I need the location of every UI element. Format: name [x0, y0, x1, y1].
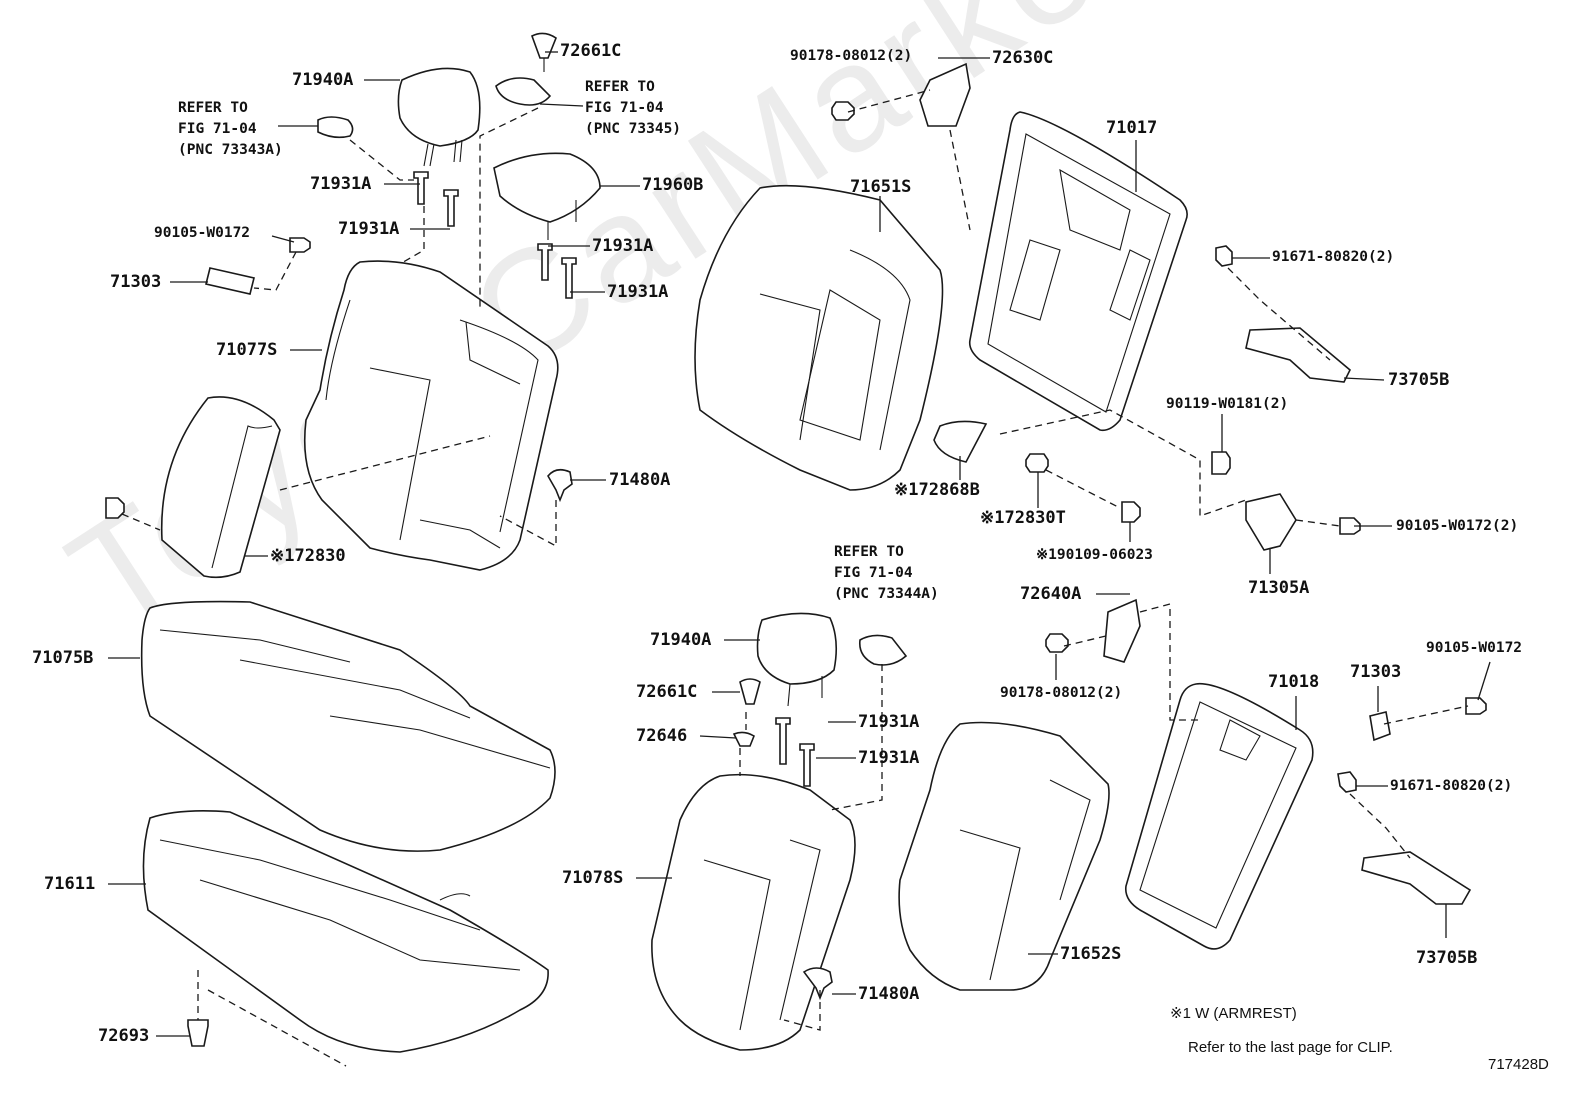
- label-172868b: ※172868B: [894, 480, 980, 500]
- label-91671-top: 91671-80820(2): [1272, 249, 1395, 265]
- label-71303-bot: 71303: [1350, 662, 1402, 682]
- label-73705b-bot: 73705B: [1416, 948, 1478, 968]
- label-90178-bot: 90178-08012(2): [1000, 685, 1123, 701]
- label-71018: 71018: [1268, 672, 1320, 692]
- label-72630c: 72630C: [992, 48, 1054, 68]
- label-90178-top: 90178-08012(2): [790, 48, 913, 64]
- label-90119: 90119-W0181(2): [1166, 396, 1289, 412]
- label-71075b: 71075B: [32, 648, 94, 668]
- headrest-71940a-top: [397, 67, 481, 167]
- label-71077s: 71077S: [216, 340, 278, 360]
- label-71480a-top: 71480A: [609, 470, 671, 490]
- refer-73343a: REFER TO FIG 71-04 (PNC 73343A): [178, 100, 283, 158]
- label-91671-bot: 91671-80820(2): [1390, 778, 1513, 794]
- figure-id: 717428D: [1488, 1056, 1549, 1073]
- label-72661c-top: 72661C: [560, 41, 622, 61]
- cushion-pad-71611: [142, 810, 549, 1053]
- label-72640a: 72640A: [1020, 584, 1082, 604]
- label-71017: 71017: [1106, 118, 1158, 138]
- armrest-172830: [160, 396, 281, 579]
- label-71940a-bot: 71940A: [650, 630, 712, 650]
- seatback-cover-71651s: [694, 184, 944, 491]
- refer-73344a: REFER TO FIG 71-04 (PNC 73344A): [834, 544, 939, 602]
- label-90105-w0172-top: 90105-W0172: [154, 225, 251, 241]
- seatback-frame-71017: [968, 111, 1188, 432]
- label-73705b-top: 73705B: [1388, 370, 1450, 390]
- label-90105-w0172-bot: 90105-W0172: [1426, 640, 1523, 656]
- refer-73345: REFER TO FIG 71-04 (PNC 73345): [585, 79, 682, 137]
- label-71931a-1: 71931A: [310, 174, 372, 194]
- clip-note: Refer to the last page for CLIP.: [1188, 1039, 1393, 1056]
- label-71305a: 71305A: [1248, 578, 1310, 598]
- label-71651s: 71651S: [850, 177, 912, 197]
- label-71931a-6: 71931A: [858, 748, 920, 768]
- label-90105-w0172-2: 90105-W0172(2): [1396, 518, 1519, 534]
- label-72693: 72693: [98, 1026, 150, 1046]
- label-71652s: 71652S: [1060, 944, 1122, 964]
- seatback-71078s: [651, 773, 856, 1051]
- label-71931a-2: 71931A: [338, 219, 400, 239]
- headrest-71940a-bottom: [756, 612, 838, 707]
- cushion-cover-71075b: [140, 600, 556, 852]
- label-72661c-bot: 72661C: [636, 682, 698, 702]
- label-190109: ※190109-06023: [1036, 547, 1153, 563]
- label-71960b: 71960B: [642, 175, 704, 195]
- label-172830: ※172830: [270, 546, 346, 566]
- label-71931a-4: 71931A: [607, 282, 669, 302]
- label-72646: 72646: [636, 726, 688, 746]
- label-71480a-bot: 71480A: [858, 984, 920, 1004]
- label-71303-top: 71303: [110, 272, 162, 292]
- label-71931a-3: 71931A: [592, 236, 654, 256]
- label-71940a-top: 71940A: [292, 70, 354, 90]
- seatback-cover-71652s: [898, 721, 1110, 991]
- label-71078s: 71078S: [562, 868, 624, 888]
- seatback-frame-71018: [1124, 682, 1314, 950]
- seatback-71077s: [303, 260, 559, 571]
- label-71931a-5: 71931A: [858, 712, 920, 732]
- label-71611: 71611: [44, 874, 96, 894]
- label-172830t: ※172830T: [980, 508, 1066, 528]
- armrest-note: ※1 W (ARMREST): [1170, 1005, 1297, 1022]
